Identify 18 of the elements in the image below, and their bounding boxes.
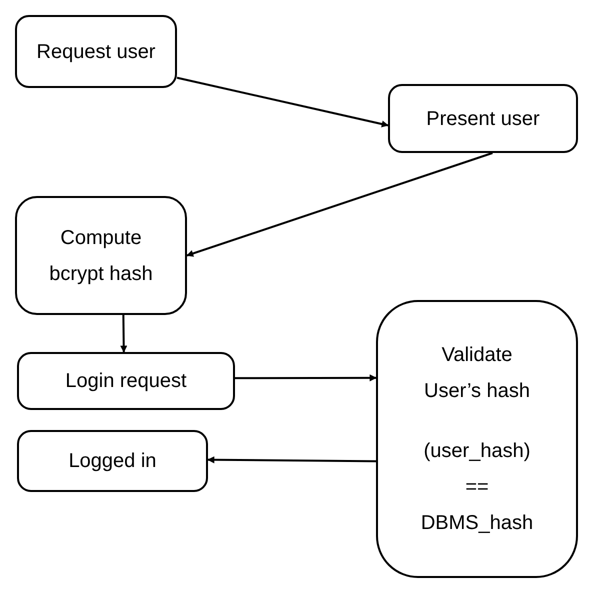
arrow — [235, 374, 377, 382]
node-label: Validate User’s hash — [423, 343, 531, 404]
node-label: Login request — [65, 369, 187, 394]
process-box — [376, 300, 578, 578]
process-box — [15, 15, 177, 88]
process-box — [15, 196, 187, 315]
node-label: (user_hash) == DBMS_hash — [420, 439, 534, 536]
arrow — [207, 456, 376, 464]
node-label: Request user — [36, 40, 156, 64]
process-box — [17, 430, 208, 492]
process-box — [17, 352, 235, 410]
node-label: Present user — [426, 106, 540, 132]
node-label: Compute bcrypt hash — [48, 226, 154, 286]
arrow — [120, 314, 128, 353]
arrow — [176, 76, 389, 128]
node-label: Logged in — [68, 449, 156, 474]
arrow — [186, 152, 493, 257]
process-box — [388, 84, 578, 153]
